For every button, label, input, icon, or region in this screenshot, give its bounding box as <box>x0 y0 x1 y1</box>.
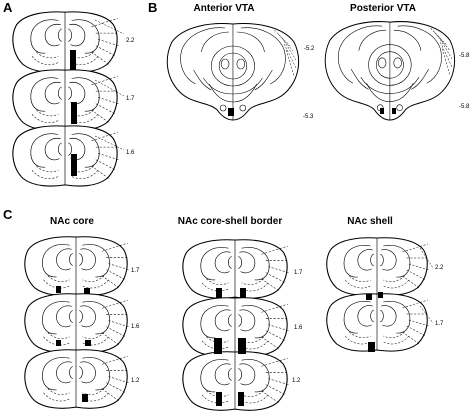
level-label-core-3: 1.2 <box>131 378 140 384</box>
section-a-3 <box>12 125 120 187</box>
level-label-b-anterior-2: -5.3 <box>303 114 314 120</box>
lesion-marker-border-1-left <box>216 288 222 298</box>
nac-shell-title: NAc shell <box>347 216 393 227</box>
level-label-border-2: 1.6 <box>294 325 303 331</box>
level-label-a-2: 1.7 <box>126 96 135 102</box>
section-border-1 <box>182 239 290 299</box>
anterior-vta-section <box>166 23 300 121</box>
level-label-b-posterior-1: -5.8 <box>459 53 470 59</box>
lesion-marker-anterior-vta <box>228 108 234 116</box>
panel-label-b: B <box>148 0 158 15</box>
panel-b-sections <box>166 21 456 121</box>
section-a-1 <box>12 11 120 73</box>
section-border-2 <box>182 297 290 357</box>
lesion-marker-border-1-right <box>240 288 246 298</box>
level-label-core-2: 1.6 <box>131 324 140 330</box>
level-label-border-1: 1.7 <box>294 270 303 276</box>
level-label-b-posterior-2: -5.8 <box>459 104 470 110</box>
lesion-marker-shell-1-right <box>378 292 383 298</box>
level-leader-a-3 <box>94 135 125 151</box>
level-label-shell-2: 1.7 <box>435 321 444 327</box>
section-shell-2 <box>326 293 430 352</box>
section-core-1 <box>24 236 130 296</box>
level-leader-shell-2 <box>419 305 434 324</box>
panel-label-a: A <box>3 0 13 15</box>
lesion-marker-core-1-right <box>84 288 90 294</box>
level-label-core-1: 1.7 <box>131 268 140 274</box>
nac-core-shell-border-title: NAc core-shell border <box>177 216 283 227</box>
lesion-marker-a-2 <box>71 102 77 124</box>
lesion-marker-border-3-right <box>238 392 244 406</box>
level-label-a-1: 2.2 <box>126 38 135 44</box>
level-label-shell-1: 2.2 <box>435 265 444 271</box>
section-core-3 <box>24 349 130 409</box>
nac-core-sections <box>24 236 130 409</box>
lesion-marker-border-2-right <box>238 338 246 354</box>
lesion-marker-core-3 <box>82 394 88 402</box>
panel-a-sections <box>12 11 125 187</box>
lesion-marker-shell-1-left <box>366 294 372 300</box>
nac-core-title: NAc core <box>50 216 94 227</box>
lesion-marker-posterior-vta-right <box>392 108 396 114</box>
section-border-3 <box>182 351 290 411</box>
nac-shell-sections <box>326 237 434 352</box>
section-core-2 <box>24 293 130 353</box>
level-leader-a-1 <box>94 19 125 35</box>
level-label-a-3: 1.6 <box>126 150 135 156</box>
section-shell-1 <box>326 237 430 296</box>
lesion-marker-posterior-vta-left <box>380 108 384 114</box>
panel-label-c: C <box>3 207 13 222</box>
lesion-marker-border-2-left <box>214 338 222 354</box>
anterior-vta-title: Anterior VTA <box>193 3 255 14</box>
posterior-vta-title: Posterior VTA <box>350 3 416 14</box>
nac-border-sections <box>182 239 290 411</box>
lesion-marker-a-1 <box>70 50 76 70</box>
lesion-marker-a-3 <box>71 154 77 176</box>
lesion-marker-border-3-left <box>216 392 222 406</box>
posterior-vta-section <box>324 21 456 121</box>
level-label-border-3: 1.2 <box>292 378 301 384</box>
lesion-marker-core-2-right <box>85 340 91 346</box>
level-label-b-anterior-1: -5.2 <box>304 46 315 52</box>
lesion-marker-core-1-left <box>56 286 61 293</box>
level-leader-shell-1 <box>419 247 434 269</box>
section-a-2 <box>12 69 120 131</box>
lesion-marker-core-2-left <box>56 340 61 346</box>
lesion-marker-shell-2 <box>368 342 375 352</box>
